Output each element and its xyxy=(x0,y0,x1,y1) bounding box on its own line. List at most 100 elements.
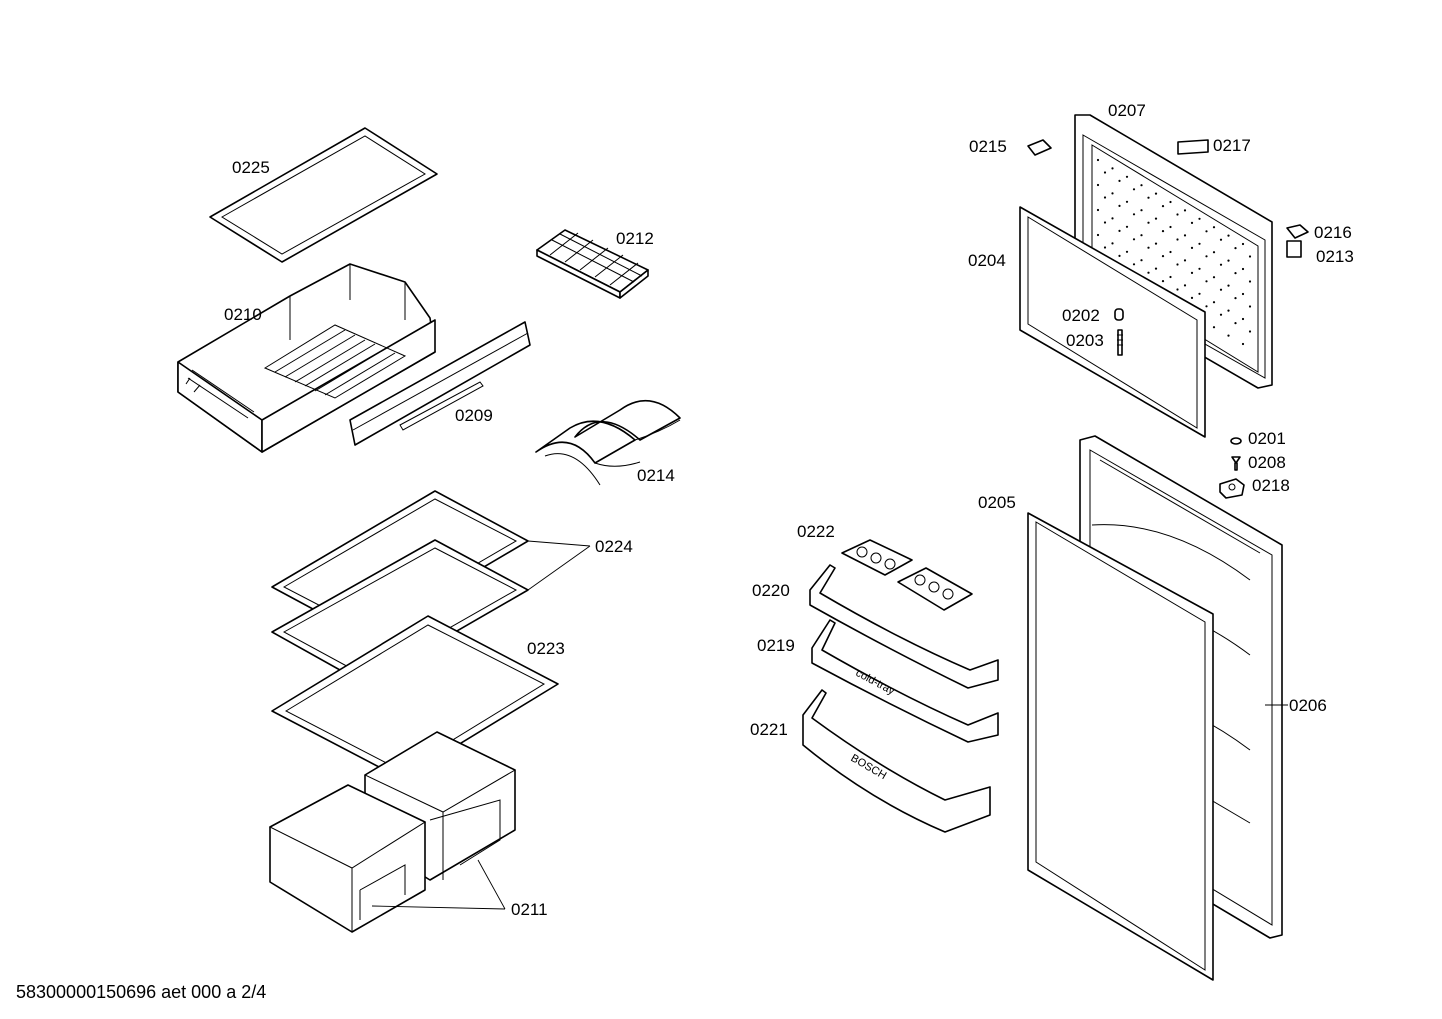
liner-dot xyxy=(1103,246,1107,249)
liner-dot xyxy=(1183,284,1187,287)
label-0201: 0201 xyxy=(1248,429,1286,448)
liner-dot xyxy=(1227,309,1230,312)
liner-dot xyxy=(1161,230,1165,233)
liner-dot xyxy=(1205,255,1208,258)
liner-dot xyxy=(1132,263,1136,266)
liner-dot xyxy=(1169,225,1172,229)
liner-dot xyxy=(1190,271,1194,274)
part-0216-hinge-cap xyxy=(1286,224,1309,239)
liner-dot xyxy=(1190,246,1194,249)
liner-dot xyxy=(1234,247,1237,250)
part-0201-washer xyxy=(1230,437,1242,445)
liner-dot xyxy=(1198,217,1201,220)
liner-dot xyxy=(1132,188,1136,191)
label-0202: 0202 xyxy=(1062,306,1100,325)
liner-dot xyxy=(1190,296,1194,299)
liner-dot xyxy=(1212,251,1216,254)
liner-dot xyxy=(1219,313,1223,316)
part-0220-door-shelf xyxy=(809,564,999,689)
part-0205-refrigerator-door-gasket xyxy=(1027,512,1214,981)
liner-dot xyxy=(1125,175,1129,178)
label-0220: 0220 xyxy=(752,581,790,600)
liner-dot xyxy=(1169,250,1172,254)
label-0214: 0214 xyxy=(637,466,675,485)
leader-lines xyxy=(371,540,1288,910)
label-0205: 0205 xyxy=(978,493,1016,512)
part-0217-label-strip xyxy=(1177,139,1209,155)
liner-dot xyxy=(1132,213,1136,216)
liner-dot xyxy=(1241,242,1245,246)
liner-dot xyxy=(1219,288,1223,291)
label-0208: 0208 xyxy=(1248,453,1286,472)
label-0210: 0210 xyxy=(224,305,262,324)
liner-dot xyxy=(1176,213,1179,216)
part-0218-hinge xyxy=(1219,478,1245,499)
liner-dot xyxy=(1183,234,1187,237)
part-0208-screw xyxy=(1231,456,1241,471)
liner-dot xyxy=(1212,326,1216,329)
liner-dot xyxy=(1227,234,1230,237)
label-0223: 0223 xyxy=(527,639,565,658)
liner-dot xyxy=(1103,196,1107,199)
part-0209-cover-strip xyxy=(349,321,531,446)
liner-dot xyxy=(1219,263,1223,266)
label-0222: 0222 xyxy=(797,522,835,541)
liner-dot xyxy=(1205,230,1208,233)
liner-dot xyxy=(1111,242,1114,245)
liner-dot xyxy=(1227,284,1230,287)
liner-dot xyxy=(1154,242,1158,245)
liner-dot xyxy=(1176,238,1179,241)
liner-dot xyxy=(1125,250,1129,253)
liner-dot xyxy=(1118,179,1121,182)
liner-dot xyxy=(1183,259,1187,262)
part-0213-cover xyxy=(1286,240,1302,258)
part-0202-bushing xyxy=(1114,308,1124,321)
liner-dot xyxy=(1212,226,1216,229)
liner-dot xyxy=(1248,255,1252,258)
part-0221-bottle-shelf xyxy=(802,689,991,833)
label-0211: 0211 xyxy=(511,900,548,919)
liner-dot xyxy=(1147,221,1150,224)
liner-dot xyxy=(1248,330,1252,333)
part-0223-glass-shelf xyxy=(271,615,559,780)
part-0207-dot-pattern xyxy=(1096,158,1252,346)
liner-dot xyxy=(1248,280,1252,283)
liner-dot xyxy=(1118,254,1121,257)
liner-dot xyxy=(1241,317,1245,321)
label-0212: 0212 xyxy=(616,229,654,248)
liner-dot xyxy=(1096,158,1100,162)
liner-dot xyxy=(1140,259,1143,262)
liner-dot xyxy=(1125,225,1129,228)
liner-dot xyxy=(1176,288,1179,291)
label-0215: 0215 xyxy=(969,137,1007,156)
liner-dot xyxy=(1118,229,1121,232)
label-0213: 0213 xyxy=(1316,247,1354,266)
liner-dot xyxy=(1212,301,1216,304)
liner-dot xyxy=(1241,267,1245,271)
liner-dot xyxy=(1111,192,1114,195)
label-0225: 0225 xyxy=(232,158,270,177)
part-0215-hinge-cap xyxy=(1027,139,1052,156)
liner-dot xyxy=(1234,322,1237,325)
liner-dot xyxy=(1205,280,1208,283)
liner-dot xyxy=(1111,167,1114,170)
liner-dot xyxy=(1111,217,1114,220)
part-0225-gasket-frame xyxy=(209,127,438,263)
liner-dot xyxy=(1140,234,1143,237)
liner-dot xyxy=(1096,208,1100,212)
label-0224: 0224 xyxy=(595,537,633,556)
label-0219: 0219 xyxy=(757,636,795,655)
label-0218: 0218 xyxy=(1252,476,1290,495)
liner-dot xyxy=(1198,267,1201,270)
liner-dot xyxy=(1140,209,1143,212)
liner-dot xyxy=(1219,238,1223,241)
part-0211-vegetable-bins xyxy=(268,731,517,933)
liner-dot xyxy=(1234,272,1237,275)
liner-dot xyxy=(1147,271,1150,274)
label-0206: 0206 xyxy=(1289,696,1327,715)
part-0203-hinge-pin xyxy=(1117,329,1123,356)
liner-dot xyxy=(1248,305,1252,308)
label-0209: 0209 xyxy=(455,406,493,425)
